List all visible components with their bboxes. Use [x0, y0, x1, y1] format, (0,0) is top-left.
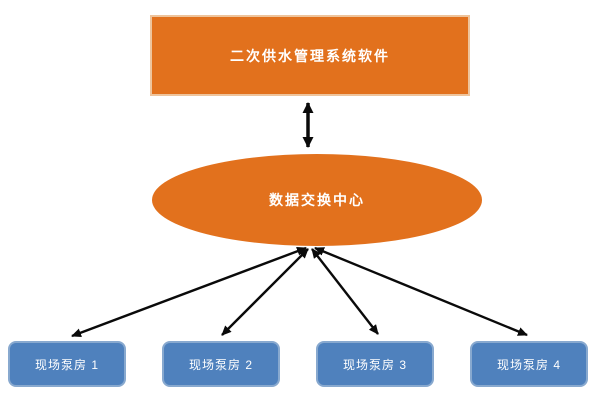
node-pump-room-1: 现场泵房 1	[8, 341, 126, 387]
node-pump-room-4-label: 现场泵房 4	[496, 357, 561, 372]
connector-exchange-pump-3	[311, 248, 379, 335]
node-data-exchange-center: 数据交换中心	[152, 154, 482, 246]
node-pump-room-1-label: 现场泵房 1	[34, 357, 99, 372]
node-pump-room-2-label: 现场泵房 2	[188, 357, 253, 372]
node-pump-room-2: 现场泵房 2	[162, 341, 280, 387]
node-software-system-label: 二次供水管理系统软件	[230, 47, 390, 64]
connector-exchange-pump-1	[71, 246, 307, 338]
node-data-exchange-center-label: 数据交换中心	[269, 192, 365, 208]
node-pump-room-4: 现场泵房 4	[470, 341, 588, 387]
node-pump-room-3: 现场泵房 3	[316, 341, 434, 387]
node-pump-room-3-label: 现场泵房 3	[342, 357, 407, 372]
node-software-system: 二次供水管理系统软件	[150, 15, 470, 96]
connector-exchange-pump-2	[221, 248, 309, 336]
connector-exchange-pump-4	[314, 246, 528, 337]
